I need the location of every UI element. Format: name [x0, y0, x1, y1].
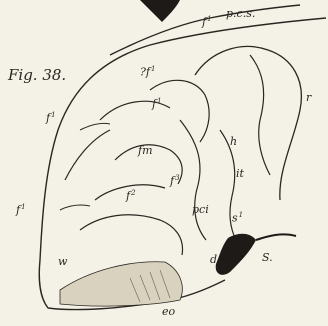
label-f1-left-lower: f1: [16, 204, 26, 216]
gyrus-lower: [80, 215, 183, 255]
figure-title: Fig. 38.: [8, 68, 66, 83]
upper-contour: [110, 5, 300, 55]
label-h: h: [230, 136, 237, 147]
label-it: it: [236, 168, 244, 179]
label-S: S.: [262, 252, 273, 263]
label-f1-top: f1: [202, 16, 212, 28]
orbital-base: [60, 262, 182, 306]
label-r: r: [306, 92, 311, 103]
label-f1-left-upper: f1: [46, 112, 56, 124]
label-fm: fm: [138, 145, 153, 156]
label-eo: eo: [162, 306, 175, 317]
label-pci: pci: [192, 204, 209, 215]
label-d: d: [210, 254, 217, 265]
sulcus-r: [250, 55, 270, 175]
right-lobe: [195, 46, 301, 200]
sulcus-f1-lower: [60, 205, 90, 210]
label-s1: s1: [232, 212, 243, 224]
gyrus-central-1: [150, 80, 209, 142]
label-q-f1: ?f1: [140, 66, 155, 78]
label-pcs: p.c.s.: [226, 8, 255, 19]
sylvian-blot: [216, 234, 256, 275]
top-blot: [140, 0, 180, 22]
label-f2: f2: [126, 190, 136, 202]
sylvian-extension: [256, 234, 296, 240]
gyrus-left: [65, 130, 110, 180]
label-f1-mid: f1: [152, 98, 162, 110]
label-w: w: [58, 256, 67, 267]
sulcus-f1-left: [80, 123, 110, 130]
label-f3: f3: [170, 175, 180, 187]
hemisphere-outline: [39, 18, 326, 310]
